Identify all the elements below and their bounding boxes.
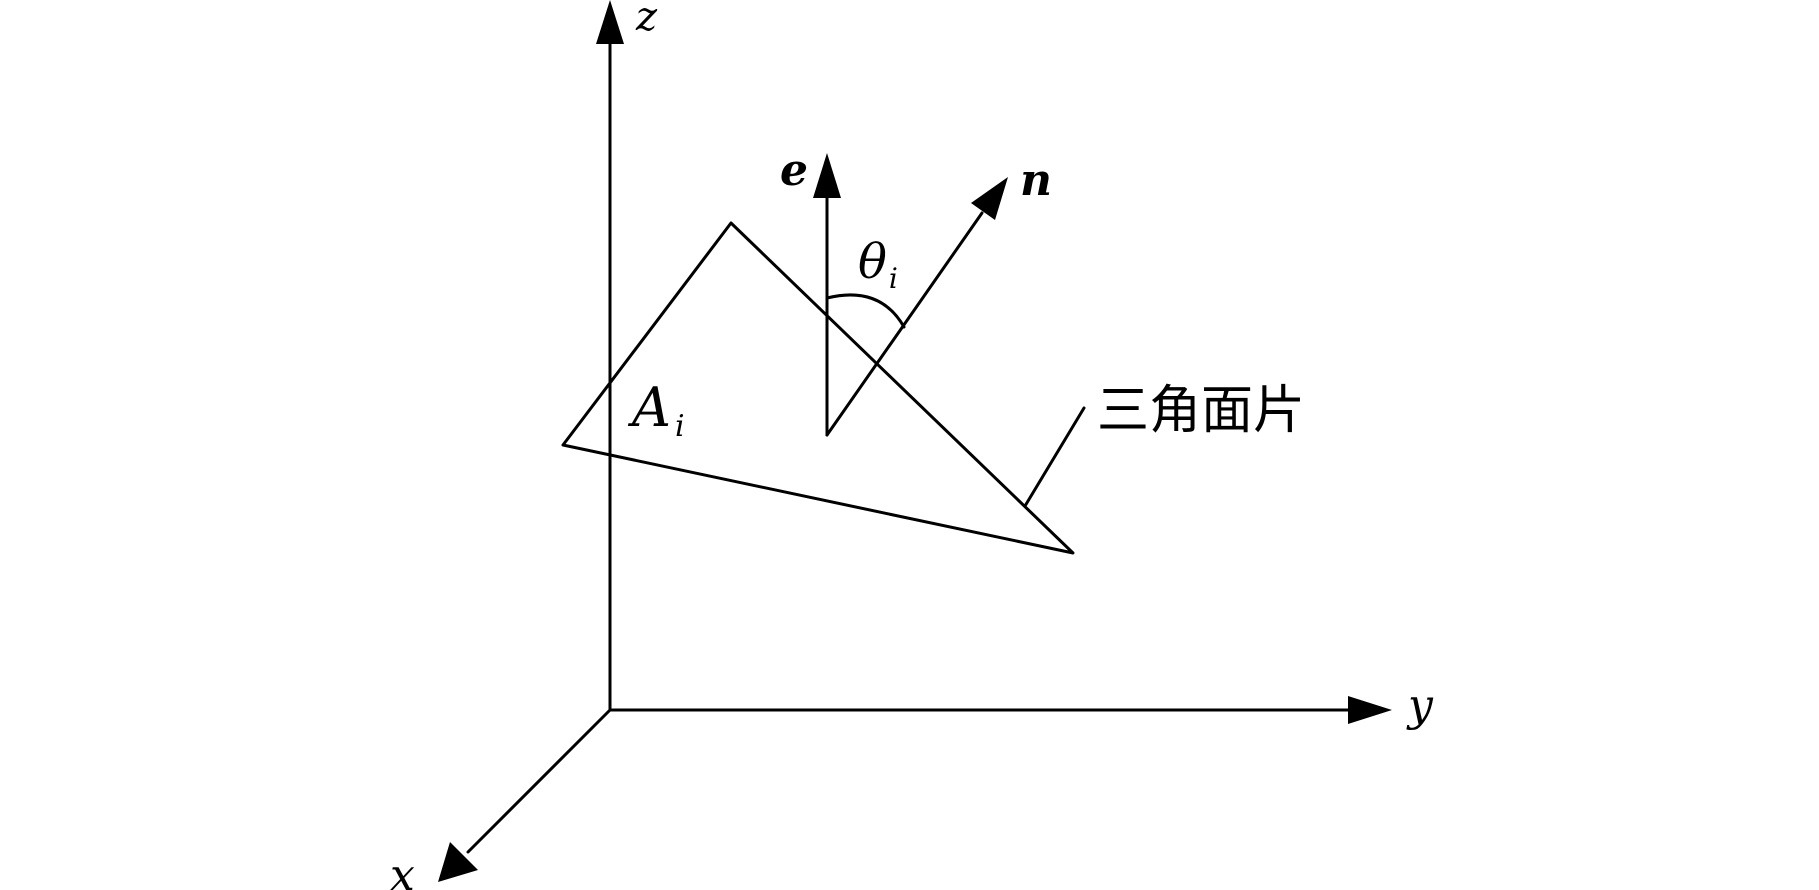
facet-area-subscript: i [675, 409, 685, 444]
n-vector-line [825, 211, 984, 437]
triangle-facet-outline [561, 221, 1075, 555]
x-axis-line [466, 708, 612, 854]
coordinate-axes: z y x [390, 0, 1434, 890]
n-vector-label: n [1020, 155, 1052, 206]
angle-arc [825, 293, 906, 329]
x-axis-label: x [390, 850, 415, 890]
angle-symbol: θ [858, 234, 887, 290]
z-axis-arrowhead [596, 0, 624, 44]
facet-callout-leader-line [1023, 406, 1086, 508]
vectors: e n θi [780, 145, 1052, 437]
y-axis-label: y [1406, 680, 1434, 731]
x-axis-arrowhead [438, 842, 478, 882]
angle-label: θi [858, 234, 898, 295]
facet-callout-label: 三角面片 [1097, 381, 1305, 441]
y-axis-arrowhead [1348, 696, 1392, 724]
e-vector-label: e [780, 145, 808, 196]
facet-area-symbol: A [627, 376, 671, 439]
angle-subscript: i [889, 262, 898, 295]
z-axis-label: z [635, 0, 658, 40]
n-vector-arrowhead [971, 177, 1008, 220]
e-vector-arrowhead [813, 153, 841, 198]
facet-callout: 三角面片 [1023, 381, 1305, 508]
